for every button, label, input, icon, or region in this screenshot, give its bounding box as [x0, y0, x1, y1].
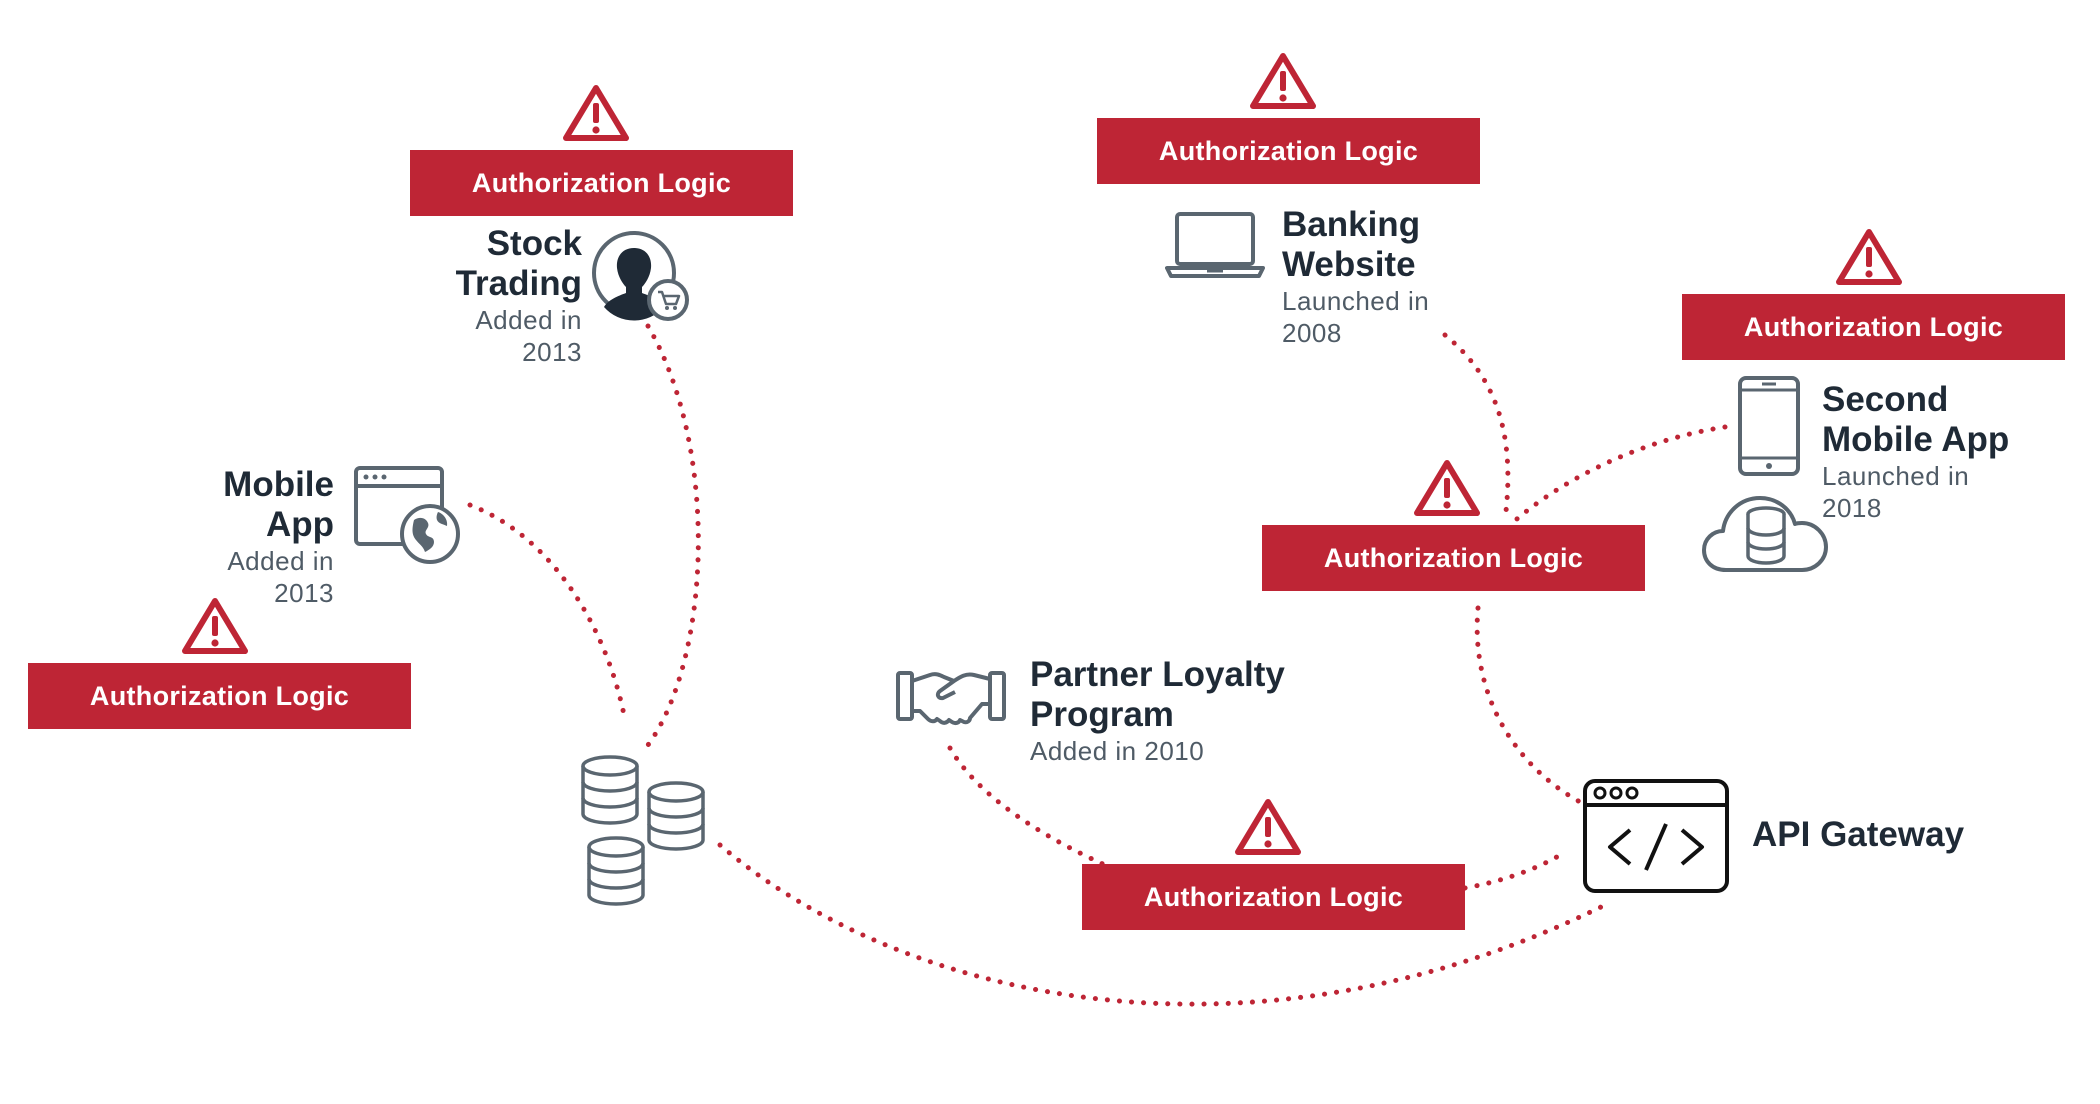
stock-trading-label: Stock Trading Added in 2013: [360, 224, 582, 368]
partner-loyalty-sub-1: Added in 2010: [1030, 736, 1205, 766]
second-mobile-app-title-1: Second: [1822, 380, 1949, 419]
banking-website-sub-2: 2008: [1282, 318, 1342, 348]
warning-icon: [182, 598, 248, 654]
second-mobile-app-label: Second Mobile App Launched in 2018: [1822, 380, 2072, 524]
partner-loyalty-label: Partner Loyalty Program Added in 2010: [1030, 655, 1320, 767]
partner-loyalty-title-2: Program: [1030, 695, 1174, 734]
warning-icon: [1235, 799, 1301, 855]
authorization-logic-stock-trading: Authorization Logic: [410, 150, 793, 216]
warning-icon: [1414, 460, 1480, 516]
stock-trading-title-1: Stock: [486, 224, 582, 263]
stock-trading-title-2: Trading: [455, 264, 582, 303]
second-mobile-app-sub-2: 2018: [1822, 493, 1882, 523]
authorization-logic-banking: Authorization Logic: [1097, 118, 1480, 184]
mobile-app-label: Mobile App Added in 2013: [150, 465, 334, 609]
database-stack-icon: [581, 755, 705, 906]
link-second-mobile-to-auth: [1507, 424, 1728, 528]
banking-website-title-1: Banking: [1282, 205, 1421, 244]
mobile-app-sub-2: 2013: [274, 578, 334, 608]
user-cart-icon: [592, 231, 689, 321]
link-stock-trading-to-databases: [645, 323, 701, 748]
banking-website-title-2: Website: [1282, 245, 1416, 284]
mobile-app-title-1: Mobile: [223, 465, 334, 504]
stock-trading-sub-1: Added in: [475, 305, 582, 335]
link-partner-to-auth: [947, 745, 1108, 868]
warning-icon: [1836, 229, 1902, 285]
partner-loyalty-title-1: Partner Loyalty: [1030, 655, 1285, 694]
mobile-app-title-2: App: [265, 505, 334, 544]
link-auth-to-api-gateway-2: [1462, 849, 1568, 891]
cloud-database-icon: [1702, 496, 1828, 572]
link-auth-to-api-gateway: [1474, 605, 1585, 806]
second-mobile-app-title-2: Mobile App: [1822, 420, 2010, 459]
api-gateway-label: API Gateway: [1752, 815, 2002, 855]
link-mobile-app-to-databases: [467, 502, 628, 723]
warning-icon: [563, 85, 629, 141]
mobile-app-sub-1: Added in: [227, 546, 334, 576]
authorization-logic-mobile-app: Authorization Logic: [28, 663, 411, 729]
authorization-logic-second-mobile-app: Authorization Logic: [1682, 294, 2065, 360]
banking-website-sub-1: Launched in: [1282, 286, 1430, 316]
link-databases-to-api-gateway: [717, 842, 1608, 1007]
link-banking-to-auth: [1442, 332, 1511, 523]
stock-trading-sub-2: 2013: [522, 337, 582, 367]
phone-icon: [1738, 376, 1800, 476]
browser-globe-icon: [354, 466, 460, 564]
banking-website-label: Banking Website Launched in 2008: [1282, 205, 1522, 349]
api-gateway-title: API Gateway: [1752, 815, 1965, 854]
authorization-logic-partner: Authorization Logic: [1082, 864, 1465, 930]
handshake-icon: [896, 671, 1006, 726]
second-mobile-app-sub-1: Launched in: [1822, 461, 1970, 491]
authorization-logic-central: Authorization Logic: [1262, 525, 1645, 591]
laptop-icon: [1165, 212, 1265, 278]
warning-icon: [1250, 53, 1316, 109]
code-window-icon: [1583, 779, 1729, 893]
